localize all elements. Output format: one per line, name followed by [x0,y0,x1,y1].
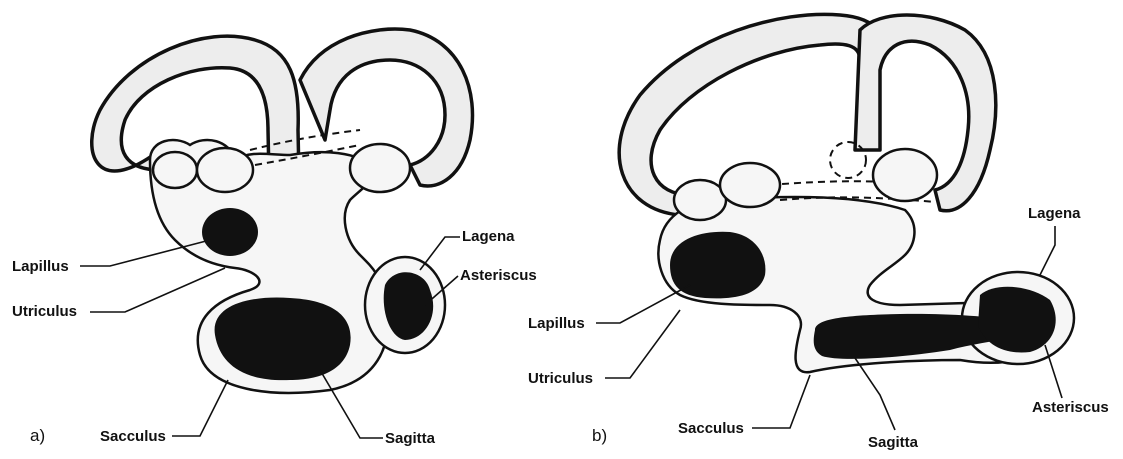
panel-a-ampulla-right [350,144,410,192]
panel-a-ampulla-mid [197,148,253,192]
panel-b-leader-sacculus [752,375,810,428]
panel-b-label-sacculus: Sacculus [678,420,744,437]
panel-a-lapillus-otolith [202,208,258,256]
panel-b-leader-lagena [1040,226,1055,275]
panel-a-label-lapillus: Lapillus [12,258,69,275]
panel-b-tag: b) [592,426,607,445]
panel-a-tag: a) [30,426,45,445]
panel-a-label-sacculus: Sacculus [100,428,166,445]
panel-a-leader-utriculus [90,268,225,312]
panel-b-label-asteriscus: Asteriscus [1032,399,1109,416]
panel-a-drawing [92,29,473,393]
panel-a-label-lagena: Lagena [462,228,515,245]
panel-b-label-lapillus: Lapillus [528,315,585,332]
panel-b-leader-utriculus [605,310,680,378]
panel-b-label-utriculus: Utriculus [528,370,593,387]
panel-a-label-utriculus: Utriculus [12,303,77,320]
panel-b-ampulla-mid [720,163,780,207]
panel-b-ampulla-left [674,180,726,220]
panel-b-dashed-ring [830,142,866,178]
panel-b-leader-sagitta [855,358,895,430]
panel-b-label-lagena: Lagena [1028,205,1081,222]
panel-a-label-sagitta: Sagitta [385,430,436,447]
panel-b-label-sagitta: Sagitta [868,434,919,451]
panel-a-label-asteriscus: Asteriscus [460,267,537,284]
panel-a-sagitta-otolith [215,297,351,380]
panel-b-drawing [619,14,1074,372]
panel-a-leader-sacculus [172,380,228,436]
panel-a-ampulla-left [153,152,197,188]
panel-b-ampulla-right [873,149,937,201]
